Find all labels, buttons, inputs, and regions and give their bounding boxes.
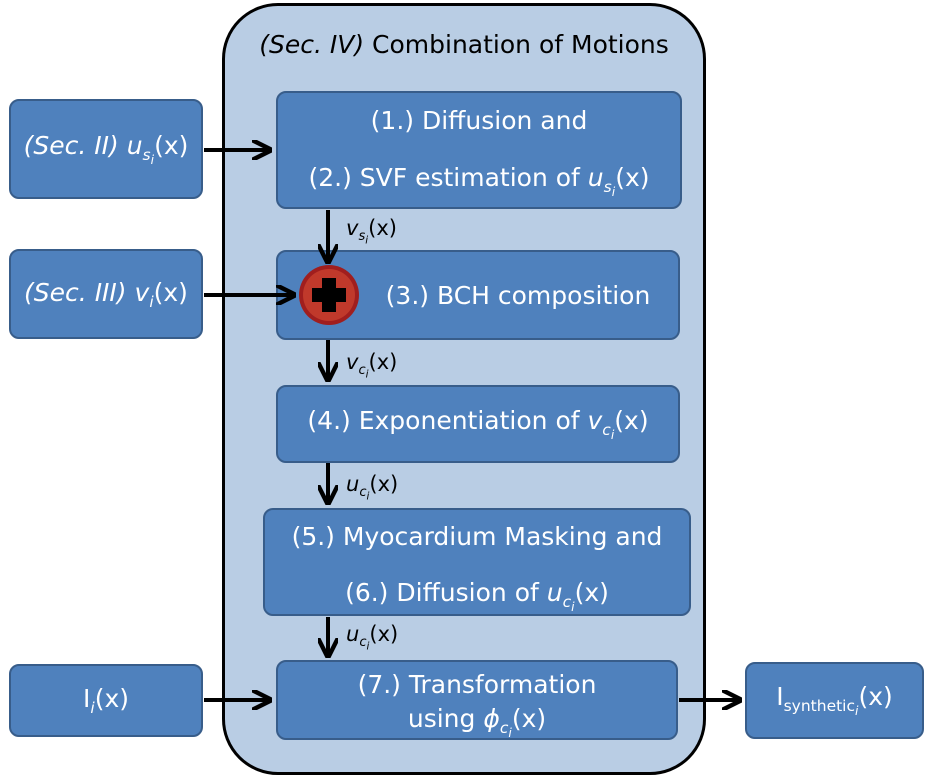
input-u-si: (Sec. II) usi(x) <box>9 99 203 199</box>
step-diffusion-svf: (1.) Diffusion and (2.) SVF estimation o… <box>276 91 682 209</box>
plus-circle-icon <box>299 265 359 325</box>
input-v-i: (Sec. III) vi(x) <box>9 249 203 339</box>
input-image: Ii(x) <box>9 664 203 737</box>
step-exponentiation: (4.) Exponentiation of vci(x) <box>276 385 680 463</box>
step-masking-diffusion: (5.) Myocardium Masking and (6.) Diffusi… <box>263 508 691 616</box>
edge-label-u-ci-2: uci(x) <box>346 622 399 653</box>
output-synthetic: Isynthetici(x) <box>745 662 924 739</box>
edge-label-v-ci: vci(x) <box>346 350 398 381</box>
step-transformation: (7.) Transformation using ϕci(x) <box>276 660 678 740</box>
edge-label-u-ci-1: uci(x) <box>346 472 399 503</box>
panel-title: (Sec. IV) Combination of Motions <box>259 30 669 59</box>
edge-label-v-si: vsi(x) <box>346 216 397 247</box>
